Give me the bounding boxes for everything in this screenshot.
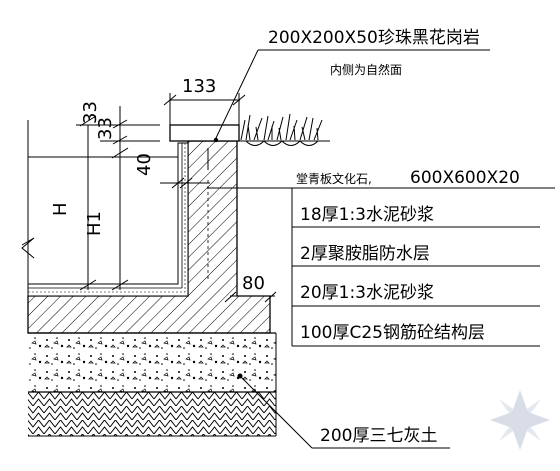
- note-base-soil: 200厚三七灰土: [320, 426, 437, 446]
- dim-40: 40: [134, 153, 155, 176]
- mortar-layers: [27, 142, 189, 297]
- note-coping-inner: 内侧为自然面: [330, 62, 402, 77]
- note-tile-prefix: 堂青板文化石,: [296, 171, 372, 186]
- dimension-lines: [76, 93, 277, 303]
- note-layer-4: 100厚C25钢筋砼结构层: [300, 323, 485, 343]
- dim-133: 133: [182, 76, 216, 97]
- dim-80: 80: [242, 273, 265, 294]
- grass-symbol: [239, 113, 330, 146]
- dim-H1: H1: [84, 211, 105, 236]
- note-tile-size: 600X600X20: [410, 168, 520, 188]
- note-coping-stone: 200X200X50珍珠黑花岗岩: [268, 28, 480, 48]
- dim-H: H: [50, 202, 71, 216]
- dim-33-a: 33: [80, 101, 101, 124]
- note-layer-2: 2厚聚胺脂防水层: [300, 244, 430, 264]
- note-layer-1: 18厚1:3水泥砂浆: [300, 205, 434, 225]
- lime-soil-base: [28, 392, 276, 436]
- watermark-flower-icon: [490, 390, 550, 450]
- coping-stone: [169, 124, 240, 142]
- leader-lines: [207, 49, 555, 449]
- concrete-cushion: [28, 333, 276, 392]
- dim-33-b: 33: [95, 117, 116, 140]
- note-layer-3: 20厚1:3水泥砂浆: [300, 283, 434, 303]
